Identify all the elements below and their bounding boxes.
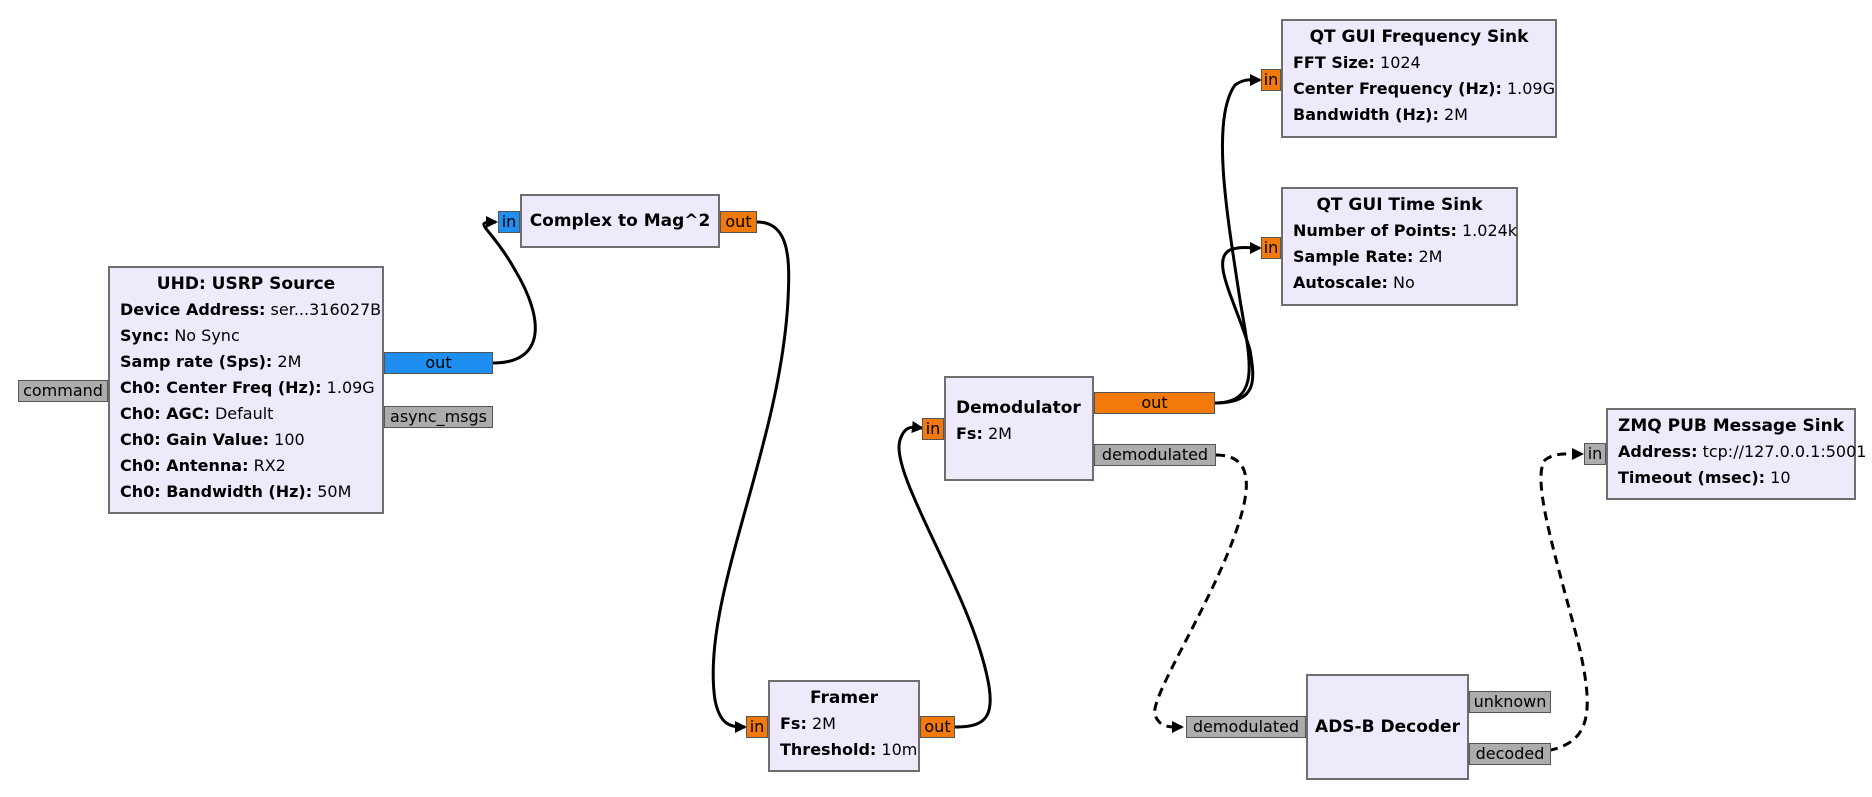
param-key: Sample Rate: [1293,247,1414,266]
block-usrp-source[interactable]: UHD: USRP Source Device Address: ser...3… [108,266,384,514]
param-key: Ch0: AGC: [120,404,210,423]
param-value: 10m [881,740,918,759]
wire-demod-to-time[interactable] [1214,241,1262,405]
port-demod-in[interactable]: in [922,418,944,440]
param-value: 2M [987,424,1012,443]
param-value: 1.09G [326,378,375,397]
param-key: Device Address: [120,300,266,319]
param-autoscale: Autoscale: No [1293,270,1506,296]
param-key: Ch0: Bandwidth (Hz): [120,482,313,501]
block-title: ADS-B Decoder [1315,717,1460,737]
param-key: Sync: [120,326,170,345]
param-center-frequency: Center Frequency (Hz): 1.09G [1293,76,1555,102]
param-key: FFT Size: [1293,53,1375,72]
block-title: QT GUI Time Sink [1316,195,1483,215]
param-key: Bandwidth (Hz): [1293,105,1439,124]
port-mag-out[interactable]: out [720,211,757,233]
param-value: No Sync [174,326,240,345]
param-value: tcp://127.0.0.1:5001 [1702,442,1867,461]
port-demod-demodulated[interactable]: demodulated [1094,444,1216,466]
param-timeout: Timeout (msec): 10 [1618,465,1844,491]
port-usrp-command[interactable]: command [18,380,108,402]
port-adsb-unknown[interactable]: unknown [1469,691,1551,713]
port-adsb-demodulated[interactable]: demodulated [1186,716,1306,738]
port-freq-sink-in[interactable]: in [1261,69,1281,91]
block-title: QT GUI Frequency Sink [1309,27,1529,47]
block-complex-to-mag2[interactable]: Complex to Mag^2 [520,194,720,248]
param-device-address: Device Address: ser...316027B [120,297,381,323]
param-bandwidth: Bandwidth (Hz): 2M [1293,102,1545,128]
block-zmq-pub-message-sink[interactable]: ZMQ PUB Message Sink Address: tcp://127.… [1606,408,1866,500]
port-mag-in[interactable]: in [498,211,520,233]
param-value: 10 [1770,468,1791,487]
param-sync: Sync: No Sync [120,323,372,349]
param-key: Ch0: Center Freq (Hz): [120,378,322,397]
msg-wire-demod-to-adsb[interactable] [1153,453,1248,734]
param-key: Threshold: [780,740,877,759]
param-key: Ch0: Gain Value: [120,430,270,449]
param-number-of-points: Number of Points: 1.024k [1293,218,1517,244]
param-value: 50M [317,482,352,501]
wire-demod-to-freq[interactable] [1214,73,1262,405]
block-framer[interactable]: Framer Fs: 2M Threshold: 10m [768,680,920,772]
param-value: 1.09G [1506,79,1556,98]
wire-usrp-to-mag[interactable] [482,216,537,365]
block-demodulator[interactable]: Demodulator Fs: 2M [944,376,1094,481]
param-agc: Ch0: AGC: Default [120,401,372,427]
param-key: Ch0: Antenna: [120,456,249,475]
param-key: Timeout (msec): [1618,468,1766,487]
block-title: Demodulator [956,398,1081,418]
param-key: Autoscale: [1293,273,1388,292]
port-usrp-out[interactable]: out [384,352,493,374]
port-adsb-decoded[interactable]: decoded [1469,743,1551,765]
param-fft-size: FFT Size: 1024 [1293,50,1545,76]
port-demod-out[interactable]: out [1094,392,1215,414]
param-fs: Fs: 2M [780,711,908,737]
param-value: 2M [1443,105,1468,124]
wire-framer-to-demod[interactable] [897,421,992,729]
param-value: ser...316027B [270,300,382,319]
param-value: 1024 [1380,53,1421,72]
port-framer-out[interactable]: out [920,716,955,738]
param-samp-rate: Samp rate (Sps): 2M [120,349,372,375]
param-value: 1.024k [1462,221,1518,240]
port-usrp-async-msgs[interactable]: async_msgs [384,406,493,428]
block-title: Complex to Mag^2 [529,211,711,231]
param-sample-rate: Sample Rate: 2M [1293,244,1506,270]
block-qt-gui-frequency-sink[interactable]: QT GUI Frequency Sink FFT Size: 1024 Cen… [1281,19,1557,138]
param-value: No [1393,273,1415,292]
wire-mag-to-framer[interactable] [711,220,791,733]
block-title: Framer [809,688,878,708]
param-key: Center Frequency (Hz): [1293,79,1502,98]
param-fs: Fs: 2M [956,421,1082,447]
param-value: 2M [811,714,836,733]
param-key: Number of Points: [1293,221,1457,240]
param-value: 2M [1418,247,1443,266]
param-value: RX2 [253,456,286,475]
param-bandwidth: Ch0: Bandwidth (Hz): 50M [120,479,372,505]
port-time-sink-in[interactable]: in [1261,237,1281,259]
block-title: ZMQ PUB Message Sink [1618,416,1845,436]
param-value: 100 [274,430,305,449]
param-center-freq: Ch0: Center Freq (Hz): 1.09G [120,375,375,401]
block-qt-gui-time-sink[interactable]: QT GUI Time Sink Number of Points: 1.024… [1281,187,1518,306]
param-antenna: Ch0: Antenna: RX2 [120,453,372,479]
block-title: UHD: USRP Source [156,274,336,294]
param-value: 2M [277,352,302,371]
port-framer-in[interactable]: in [746,716,768,738]
param-key: Address: [1618,442,1698,461]
param-address: Address: tcp://127.0.0.1:5001 [1618,439,1866,465]
param-gain: Ch0: Gain Value: 100 [120,427,372,453]
param-value: Default [214,404,274,423]
port-zmq-in[interactable]: in [1584,443,1606,465]
block-adsb-decoder[interactable]: ADS-B Decoder [1306,674,1469,780]
param-key: Fs: [956,424,983,443]
msg-wire-adsb-to-zmq[interactable] [1518,447,1589,755]
param-threshold: Threshold: 10m [780,737,917,763]
param-key: Fs: [780,714,807,733]
param-key: Samp rate (Sps): [120,352,273,371]
